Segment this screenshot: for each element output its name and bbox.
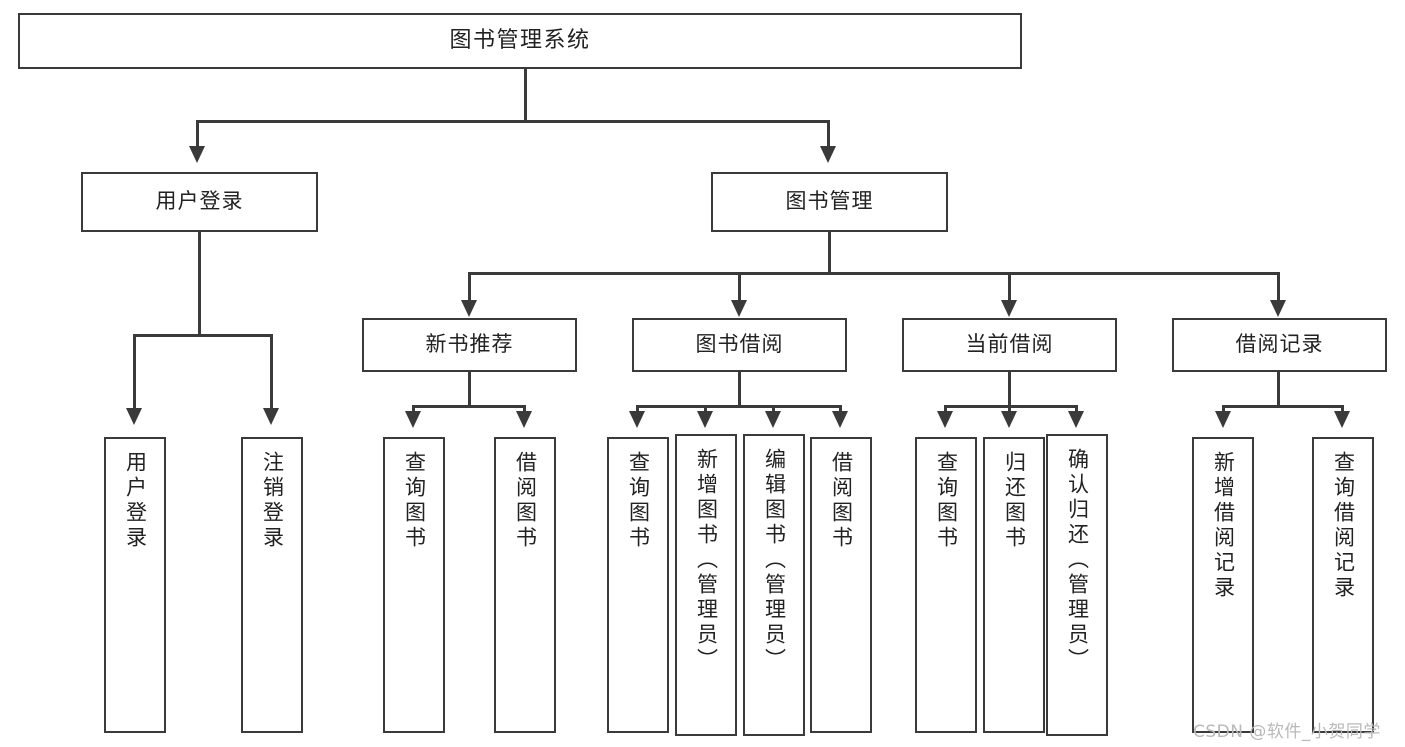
node-book-borrow[interactable]: 图书借阅: [632, 318, 847, 372]
connector-user-login-bus: [133, 334, 272, 337]
leaf-current-borrow-query-label: 查询图书: [934, 451, 959, 551]
node-borrow-record[interactable]: 借阅记录: [1172, 318, 1387, 372]
arrow-new-book-to-leaf-2: [516, 411, 532, 428]
leaf-current-borrow-query[interactable]: 查询图书: [915, 437, 977, 733]
arrow-cb-to-leaf-1: [937, 411, 953, 428]
leaf-book-borrow-query[interactable]: 查询图书: [607, 437, 669, 733]
connector-cb-to-leaf-2: [1008, 405, 1011, 413]
leaf-book-borrow-edit-label: 编辑图书（管理员）: [762, 448, 787, 673]
connector-root-stem: [524, 69, 527, 122]
arrow-bb-to-leaf-1: [629, 411, 645, 428]
connector-bm-to-borrow-record: [1277, 272, 1280, 302]
arrow-cb-to-leaf-2: [1001, 411, 1017, 428]
leaf-book-borrow-add[interactable]: 新增图书（管理员）: [675, 434, 737, 736]
leaf-borrow-record-add[interactable]: 新增借阅记录: [1192, 437, 1254, 733]
arrow-bm-to-borrow-record: [1270, 300, 1286, 317]
arrow-bm-to-new-book: [461, 300, 477, 317]
leaf-book-borrow-edit[interactable]: 编辑图书（管理员）: [743, 434, 805, 736]
connector-book-borrow-bus: [636, 405, 842, 408]
node-current-borrow[interactable]: 当前借阅: [902, 318, 1117, 372]
connector-root-bus: [196, 120, 830, 123]
connector-br-to-leaf-1: [1222, 405, 1225, 413]
node-user-login[interactable]: 用户登录: [81, 172, 318, 232]
node-root-system[interactable]: 图书管理系统: [18, 13, 1022, 69]
leaf-borrow-record-add-label: 新增借阅记录: [1211, 451, 1236, 601]
leaf-new-book-query-label: 查询图书: [402, 451, 427, 551]
connector-br-to-leaf-2: [1341, 405, 1344, 413]
connector-user-login-to-leaf-2: [270, 334, 273, 410]
arrow-user-login-to-leaf-1: [126, 408, 142, 425]
connector-new-book-to-leaf-2: [523, 405, 526, 413]
node-borrow-record-label: 借阅记录: [1235, 332, 1324, 357]
node-book-borrow-label: 图书借阅: [695, 332, 784, 357]
arrow-cb-to-leaf-3: [1068, 411, 1084, 428]
leaf-book-borrow-query-label: 查询图书: [626, 451, 651, 551]
arrow-bb-to-leaf-4: [832, 411, 848, 428]
connector-bb-to-leaf-1: [636, 405, 639, 413]
arrow-br-to-leaf-1: [1215, 411, 1231, 428]
arrow-root-to-user-login: [189, 146, 205, 163]
node-root-system-label: 图书管理系统: [449, 27, 591, 53]
arrow-br-to-leaf-2: [1334, 411, 1350, 428]
leaf-current-borrow-confirm[interactable]: 确认归还（管理员）: [1046, 434, 1108, 736]
connector-user-login-stem: [198, 232, 201, 336]
node-new-book-recommend[interactable]: 新书推荐: [362, 318, 577, 372]
connector-borrow-record-bus: [1222, 405, 1344, 408]
connector-current-borrow-stem: [1008, 372, 1011, 408]
node-book-management[interactable]: 图书管理: [711, 172, 948, 232]
arrow-bm-to-current-borrow: [1001, 300, 1017, 317]
leaf-user-login-login-label: 用户登录: [123, 451, 148, 551]
connector-root-to-user-login: [196, 120, 199, 148]
arrow-user-login-to-leaf-2: [263, 408, 279, 425]
connector-bm-to-book-borrow: [738, 272, 741, 302]
connector-new-book-stem: [468, 372, 471, 408]
leaf-new-book-borrow[interactable]: 借阅图书: [494, 437, 556, 733]
leaf-current-borrow-return-label: 归还图书: [1002, 451, 1027, 551]
leaf-borrow-record-query-label: 查询借阅记录: [1331, 451, 1356, 601]
leaf-current-borrow-return[interactable]: 归还图书: [983, 437, 1045, 733]
leaf-book-borrow-borrow[interactable]: 借阅图书: [810, 437, 872, 733]
connector-new-book-bus: [412, 405, 526, 408]
connector-book-borrow-stem: [738, 372, 741, 408]
leaf-new-book-query[interactable]: 查询图书: [383, 437, 445, 733]
connector-bb-to-leaf-3: [772, 405, 775, 413]
connector-new-book-to-leaf-1: [412, 405, 415, 413]
arrow-new-book-to-leaf-1: [405, 411, 421, 428]
leaf-user-login-logout[interactable]: 注销登录: [241, 437, 303, 733]
connector-cb-to-leaf-1: [944, 405, 947, 413]
connector-book-management-stem: [828, 232, 831, 274]
node-new-book-recommend-label: 新书推荐: [425, 332, 514, 357]
node-user-login-label: 用户登录: [155, 189, 244, 214]
leaf-book-borrow-borrow-label: 借阅图书: [829, 451, 854, 551]
connector-root-to-book-manage: [827, 120, 830, 148]
leaf-user-login-logout-label: 注销登录: [260, 451, 285, 551]
node-current-borrow-label: 当前借阅: [965, 332, 1054, 357]
connector-bb-to-leaf-4: [839, 405, 842, 413]
connector-bm-to-new-book: [468, 272, 471, 302]
connector-cb-to-leaf-3: [1075, 405, 1078, 413]
leaf-book-borrow-add-label: 新增图书（管理员）: [694, 448, 719, 673]
leaf-borrow-record-query[interactable]: 查询借阅记录: [1312, 437, 1374, 733]
arrow-root-to-book-manage: [820, 146, 836, 163]
connector-current-borrow-bus: [944, 405, 1078, 408]
arrow-bb-to-leaf-2: [697, 411, 713, 428]
connector-bb-to-leaf-2: [704, 405, 707, 413]
arrow-bm-to-book-borrow: [731, 300, 747, 317]
leaf-user-login-login[interactable]: 用户登录: [104, 437, 166, 733]
csdn-watermark: CSDN @软件_小贺同学: [1193, 722, 1381, 742]
leaf-current-borrow-confirm-label: 确认归还（管理员）: [1065, 448, 1090, 673]
node-book-management-label: 图书管理: [785, 189, 874, 214]
connector-book-management-bus: [468, 272, 1280, 275]
arrow-bb-to-leaf-3: [765, 411, 781, 428]
connector-borrow-record-stem: [1277, 372, 1280, 408]
connector-bm-to-current-borrow: [1008, 272, 1011, 302]
leaf-new-book-borrow-label: 借阅图书: [513, 451, 538, 551]
connector-user-login-to-leaf-1: [133, 334, 136, 410]
